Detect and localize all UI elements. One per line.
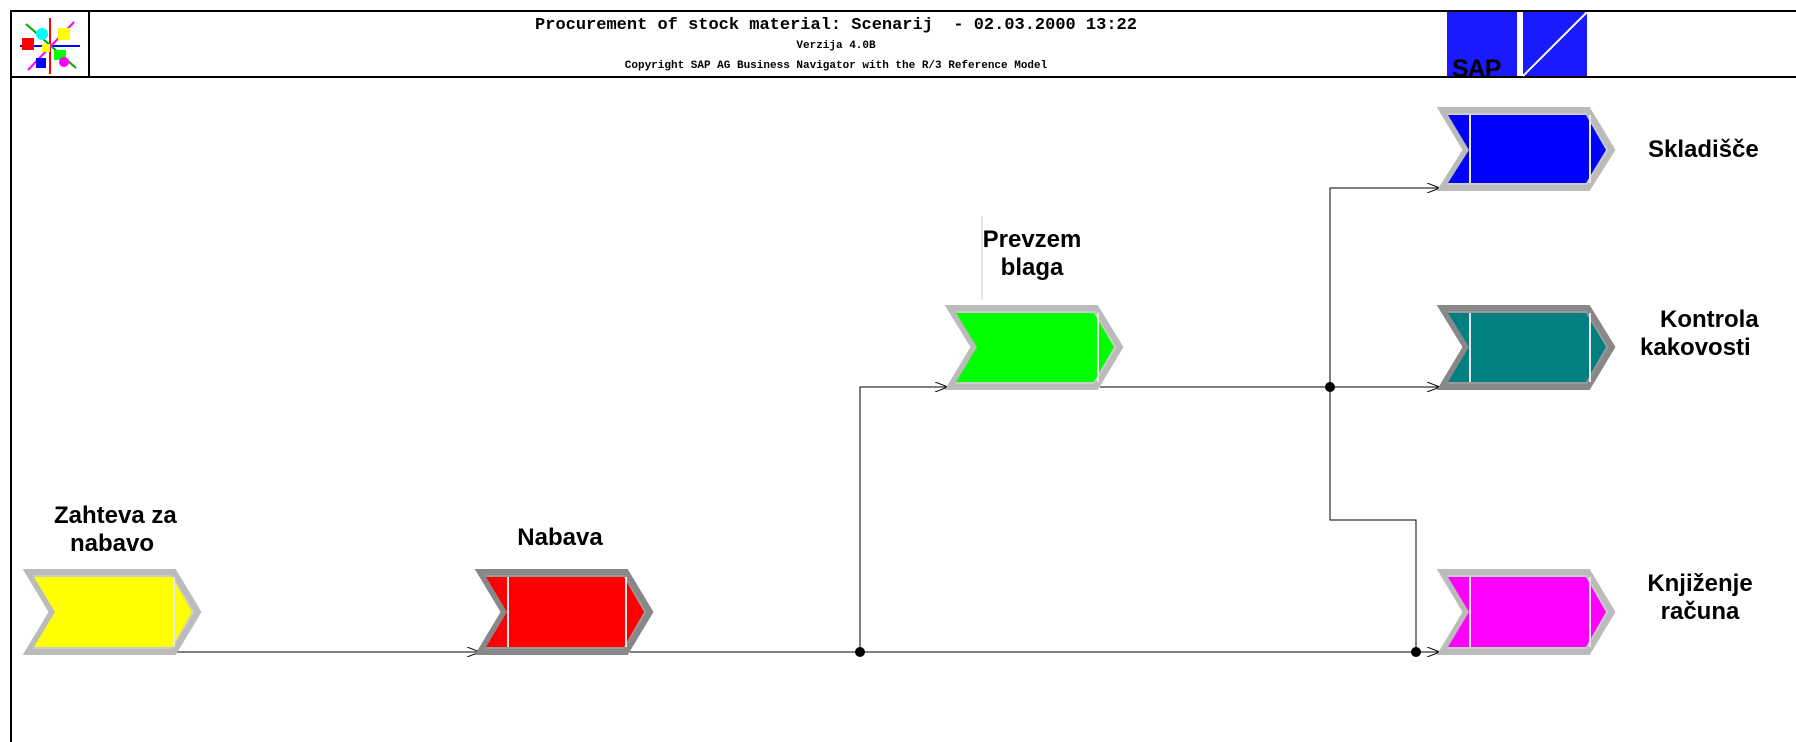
connector-to-skladisce: [1329, 188, 1440, 387]
label-zahteva-line1: Zahteva za: [54, 502, 177, 529]
label-skladisce: Skladišče: [1648, 136, 1796, 164]
frame-border: [10, 78, 12, 742]
sap-brand-text: SAP: [1452, 55, 1501, 83]
connector-to-prevzem: [859, 387, 948, 652]
diagram-header: Procurement of stock material: Scenarij …: [10, 10, 1796, 83]
navigator-logo-icon: [12, 12, 90, 76]
connector-to-knjizenje-branch: [1329, 387, 1417, 652]
label-kontrola-line1: Kontrola: [1660, 306, 1759, 333]
label-prevzem-line1: Prevzem: [982, 226, 1082, 253]
label-prevzem: Prevzem blaga: [962, 226, 1102, 282]
process-step-kontrola[interactable]: [1436, 305, 1616, 390]
junction-dot: [1411, 647, 1421, 657]
label-prevzem-line2: blaga: [1000, 254, 1064, 281]
label-knjizenje: Knjiženje računa: [1630, 570, 1770, 626]
label-nabava-line1: Nabava: [517, 524, 603, 551]
header-title-block: Procurement of stock material: Scenarij …: [92, 16, 1580, 76]
label-knjizenje-line2: računa: [1660, 598, 1740, 625]
label-nabava: Nabava: [500, 524, 620, 552]
process-step-nabava[interactable]: [474, 569, 654, 655]
copyright-label: Copyright SAP AG Business Navigator with…: [624, 60, 1048, 72]
label-zahteva-line2: nabavo: [70, 530, 155, 557]
process-step-zahteva[interactable]: [22, 569, 202, 655]
process-step-skladisce[interactable]: [1436, 107, 1616, 191]
version-label: Verzija 4.0B: [796, 40, 876, 52]
label-kontrola: Kontrola kakovosti: [1640, 306, 1796, 362]
label-knjizenje-line1: Knjiženje: [1647, 570, 1753, 597]
junction-dot: [855, 647, 865, 657]
sap-logo-icon: [1447, 12, 1588, 77]
diagram-title: Procurement of stock material: Scenarij …: [535, 16, 1137, 35]
process-step-prevzem[interactable]: [944, 305, 1124, 390]
label-skladisce-line1: Skladišče: [1648, 136, 1759, 163]
junction-dot: [1325, 382, 1335, 392]
label-zahteva: Zahteva za nabavo: [40, 502, 240, 558]
label-kontrola-line2: kakovosti: [1640, 334, 1751, 361]
connector-lines: [174, 188, 1440, 652]
process-step-knjizenje[interactable]: [1436, 569, 1616, 655]
